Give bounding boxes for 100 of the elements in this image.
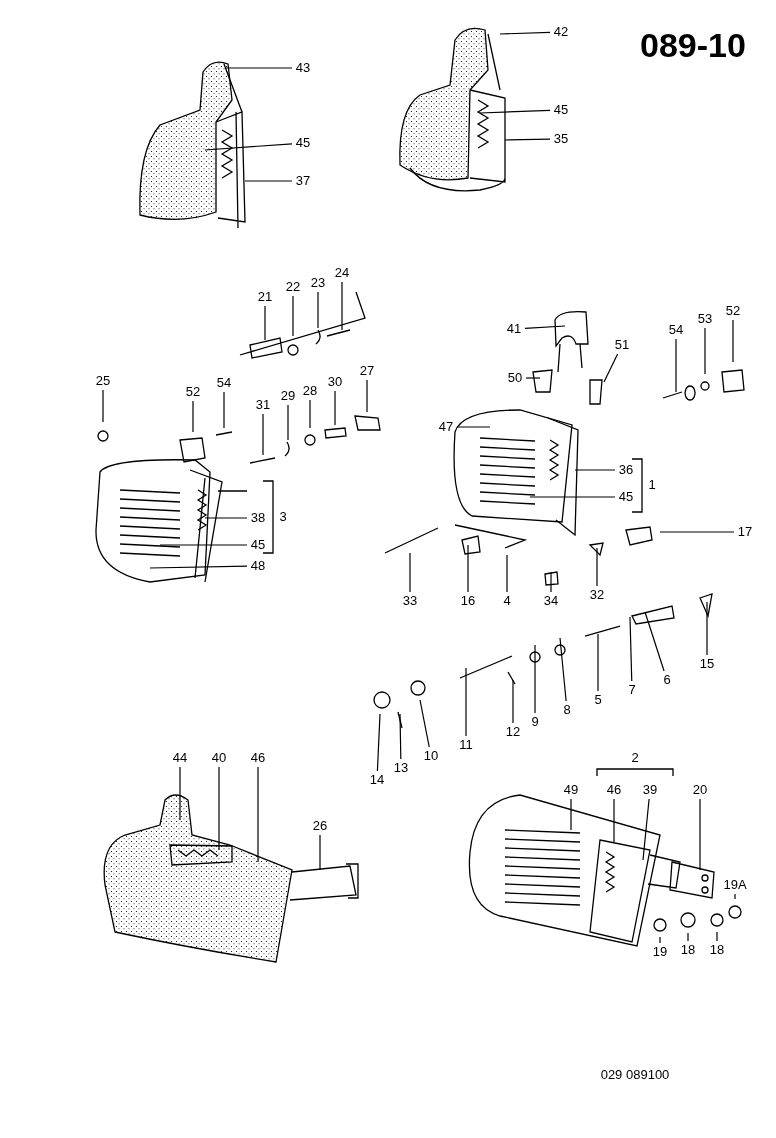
- callout-number: 13: [391, 760, 411, 776]
- leader-line: [642, 798, 650, 861]
- leader-line: [734, 893, 736, 900]
- callout-number: 10: [421, 748, 441, 764]
- leader-line: [732, 319, 734, 363]
- callout-number: 26: [310, 818, 330, 834]
- leader-line: [504, 138, 551, 141]
- leader-line: [506, 554, 508, 593]
- callout-number: 37: [293, 173, 313, 189]
- leader-line: [409, 552, 411, 593]
- leader-line: [264, 305, 266, 341]
- callout-number: 42: [551, 24, 571, 40]
- callout-number: 46: [248, 750, 268, 766]
- leader-line: [629, 616, 633, 682]
- callout-number: 18: [707, 942, 727, 958]
- leader-line: [512, 679, 514, 724]
- callout-number: 24: [332, 265, 352, 281]
- callout-number: 9: [529, 714, 541, 730]
- callout-number: 51: [612, 337, 632, 353]
- callout-number: 27: [357, 363, 377, 379]
- leader-line: [613, 798, 615, 843]
- callout-number: 20: [690, 782, 710, 798]
- leader-line: [534, 644, 536, 714]
- leader-line: [525, 377, 541, 379]
- leader-line: [550, 571, 552, 593]
- leader-line: [419, 699, 430, 748]
- leader-line: [102, 389, 104, 423]
- page-number: 089-10: [640, 28, 746, 62]
- leader-line: [287, 404, 289, 441]
- callout-number: 7: [626, 682, 638, 698]
- leader-line: [706, 601, 708, 656]
- leader-line: [341, 281, 343, 331]
- callout-number: 8: [561, 702, 573, 718]
- leader-line: [223, 391, 225, 429]
- callout-number: 33: [400, 593, 420, 609]
- callout-number: 48: [248, 558, 268, 574]
- leader-line: [704, 327, 706, 375]
- callout-number: 41: [504, 321, 524, 337]
- leader-line: [334, 390, 336, 426]
- leader-line: [529, 496, 616, 498]
- leader-line: [559, 637, 567, 702]
- drawing-number: 029 089100: [599, 1067, 671, 1083]
- callout-number: 22: [283, 279, 303, 295]
- callout-number: 6: [661, 672, 673, 688]
- leader-line: [456, 426, 491, 428]
- callout-number: 16: [458, 593, 478, 609]
- callout-number: 35: [551, 131, 571, 147]
- callout-number: 14: [367, 772, 387, 788]
- callout-number: 23: [308, 275, 328, 291]
- leader-line: [309, 399, 311, 429]
- leader-line: [376, 713, 381, 772]
- callout-number: 45: [616, 489, 636, 505]
- leader-line: [179, 766, 181, 821]
- leader-line: [499, 31, 551, 35]
- callout-number: 53: [695, 311, 715, 327]
- callout-number: 46: [604, 782, 624, 798]
- callout-number: 49: [561, 782, 581, 798]
- callout-number: 44: [170, 750, 190, 766]
- leader-line: [603, 353, 619, 383]
- callout-number: 30: [325, 374, 345, 390]
- leader-line: [659, 531, 735, 533]
- leader-line: [699, 798, 701, 871]
- leader-line: [366, 379, 368, 413]
- callout-number: 5: [592, 692, 604, 708]
- leader-line: [716, 931, 718, 942]
- callout-number: 45: [551, 102, 571, 118]
- leader-line: [596, 547, 598, 587]
- leader-line: [659, 936, 661, 944]
- callout-number: 40: [209, 750, 229, 766]
- callout-number: 3: [278, 509, 288, 525]
- callout-number: 43: [293, 60, 313, 76]
- leader-line: [319, 834, 321, 871]
- leader-line: [644, 611, 665, 672]
- callout-number: 29: [278, 388, 298, 404]
- leader-line: [479, 109, 551, 114]
- callout-number: 19A: [721, 877, 749, 893]
- leader-line: [687, 932, 689, 942]
- callout-number: 45: [248, 537, 268, 553]
- leader-line: [675, 338, 677, 393]
- callout-number: 1: [647, 477, 657, 493]
- callout-number: 54: [666, 322, 686, 338]
- leader-line: [149, 565, 248, 569]
- callout-number: 52: [183, 384, 203, 400]
- leader-line: [292, 295, 294, 337]
- callout-number: 19: [650, 944, 670, 960]
- leader-line: [224, 67, 293, 69]
- callout-number: 39: [640, 782, 660, 798]
- leader-line: [204, 143, 293, 151]
- callout-number: 45: [293, 135, 313, 151]
- callout-number: 52: [723, 303, 743, 319]
- leader-line: [244, 180, 293, 182]
- callout-number: 18: [678, 942, 698, 958]
- leader-line: [597, 633, 599, 692]
- callout-number: 15: [697, 656, 717, 672]
- callout-number: 2: [630, 750, 640, 766]
- callout-number: 4: [501, 593, 513, 609]
- leader-line: [192, 400, 194, 433]
- callout-number: 25: [93, 373, 113, 389]
- leader-line: [218, 766, 220, 851]
- callout-number: 47: [436, 419, 456, 435]
